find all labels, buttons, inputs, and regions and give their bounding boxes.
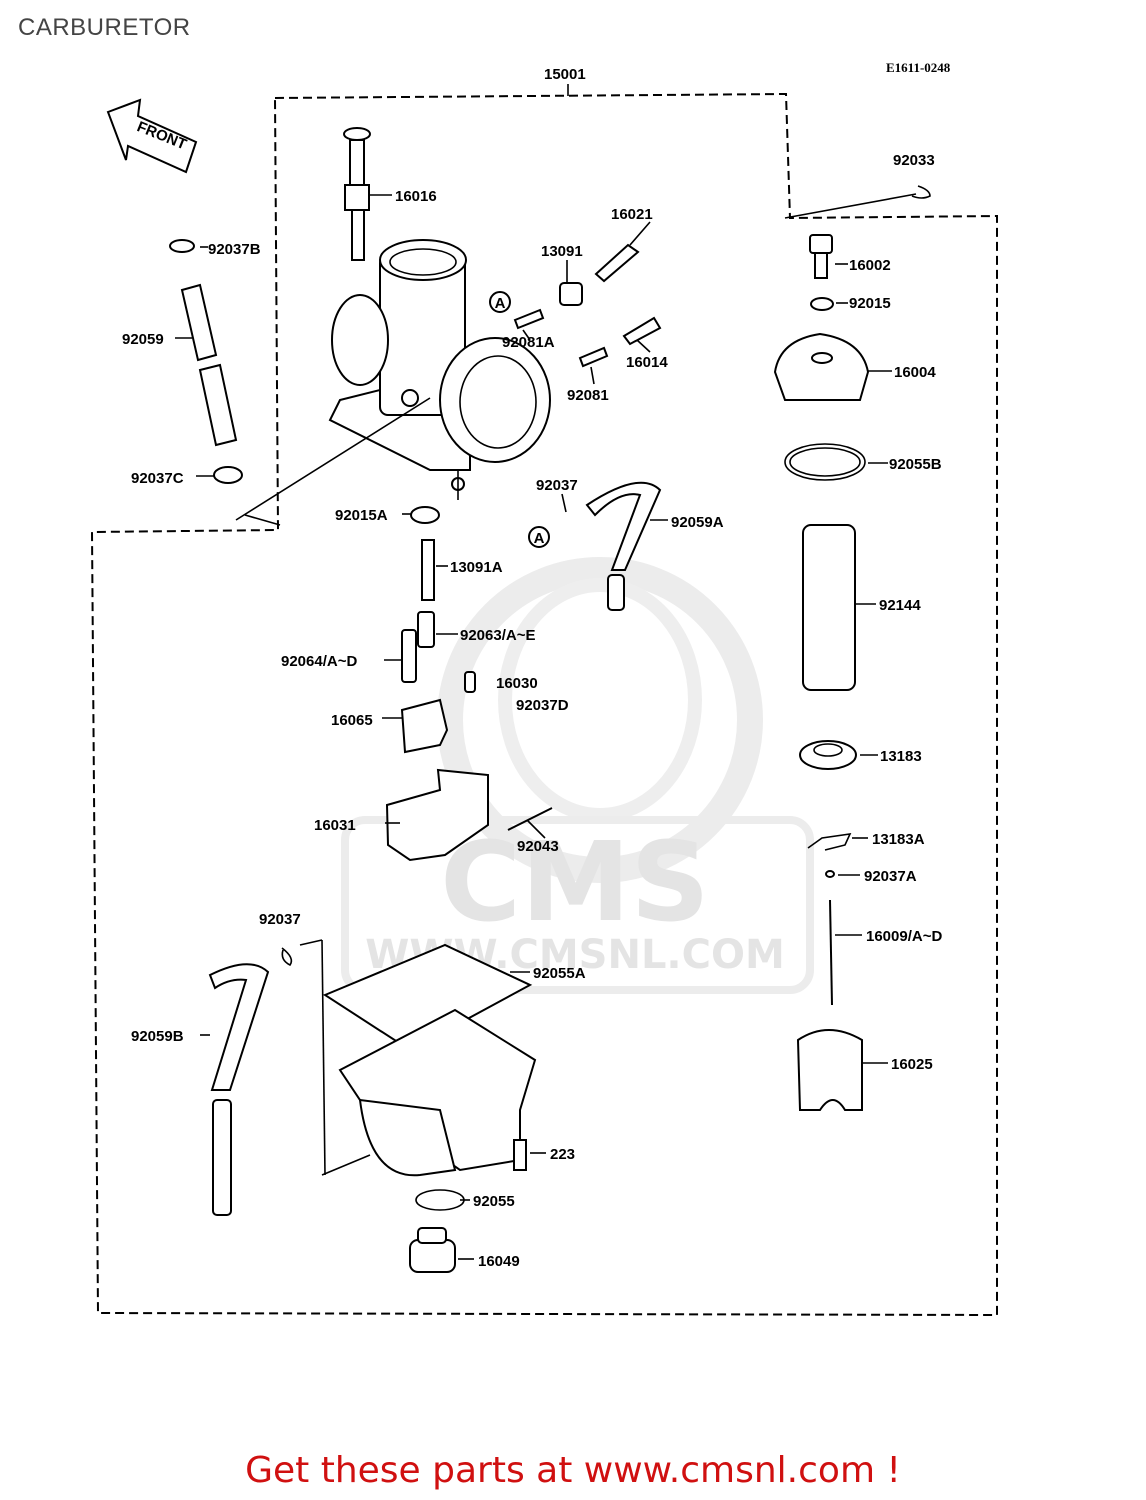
right-column-parts <box>773 185 931 1111</box>
label-92037-upper: 92037 <box>536 477 578 494</box>
screw-16016 <box>343 127 371 261</box>
assembly-frame <box>90 92 998 1317</box>
svg-text:A: A <box>495 295 506 312</box>
pin-16021 <box>594 243 640 283</box>
label-16014: 16014 <box>626 354 668 371</box>
label-92037A: 92037A <box>864 868 917 885</box>
pin-16014 <box>622 316 662 346</box>
label-16049: 16049 <box>478 1253 520 1270</box>
label-15001: 15001 <box>544 66 586 83</box>
label-16065: 16065 <box>331 712 373 729</box>
label-92037C: 92037C <box>131 470 184 487</box>
label-92015A: 92015A <box>335 507 388 524</box>
label-13091A: 13091A <box>450 559 503 576</box>
label-92055B: 92055B <box>889 456 942 473</box>
middle-column-parts <box>385 481 662 862</box>
float-bowl-section <box>208 943 537 1273</box>
promo-banner[interactable]: Get these parts at www.cmsnl.com ! <box>245 1450 901 1491</box>
label-92037-lower: 92037 <box>259 911 301 928</box>
carburetor-body <box>328 239 551 500</box>
label-16031: 16031 <box>314 817 356 834</box>
page-title: CARBURETOR <box>18 14 191 41</box>
label-92055: 92055 <box>473 1193 515 1210</box>
label-92043: 92043 <box>517 838 559 855</box>
label-13183A: 13183A <box>872 831 925 848</box>
label-92059: 92059 <box>122 331 164 348</box>
label-92081A: 92081A <box>502 334 555 351</box>
label-92033: 92033 <box>893 152 935 169</box>
spring-92081 <box>578 346 609 368</box>
label-92081: 92081 <box>567 387 609 404</box>
label-92037D: 92037D <box>516 697 569 714</box>
label-92059A: 92059A <box>671 514 724 531</box>
diagram-code: E1611-0248 <box>886 60 951 75</box>
watermark-brand: CMS <box>440 818 709 946</box>
hose-92059 <box>169 239 243 484</box>
label-92063: 92063/A~E <box>460 627 535 644</box>
label-92055A: 92055A <box>533 965 586 982</box>
label-16030: 16030 <box>496 675 538 692</box>
label-92015: 92015 <box>849 295 891 312</box>
label-92144: 92144 <box>879 597 921 614</box>
spring-92081A <box>513 308 545 330</box>
label-223: 223 <box>550 1146 575 1163</box>
label-16004: 16004 <box>894 364 936 381</box>
watermark: CMS WWW.CMSNL.COM <box>341 557 814 994</box>
label-92064: 92064/A~D <box>281 653 357 670</box>
part-labels: E1611-0248 15001 92033 16016 16021 13091… <box>122 60 951 1270</box>
label-16016: 16016 <box>395 188 437 205</box>
leader-lines <box>175 193 917 1260</box>
label-13091: 13091 <box>541 243 583 260</box>
front-arrow-icon: FRONT <box>106 98 198 174</box>
label-16025: 16025 <box>891 1056 933 1073</box>
label-92037B: 92037B <box>208 241 261 258</box>
cap-13091 <box>559 282 583 306</box>
callout-a: A A <box>489 291 550 548</box>
label-16002: 16002 <box>849 257 891 274</box>
label-13183: 13183 <box>880 748 922 765</box>
svg-text:A: A <box>534 530 545 547</box>
label-16009: 16009/A~D <box>866 928 942 945</box>
label-92059B: 92059B <box>131 1028 184 1045</box>
label-16021: 16021 <box>611 206 653 223</box>
